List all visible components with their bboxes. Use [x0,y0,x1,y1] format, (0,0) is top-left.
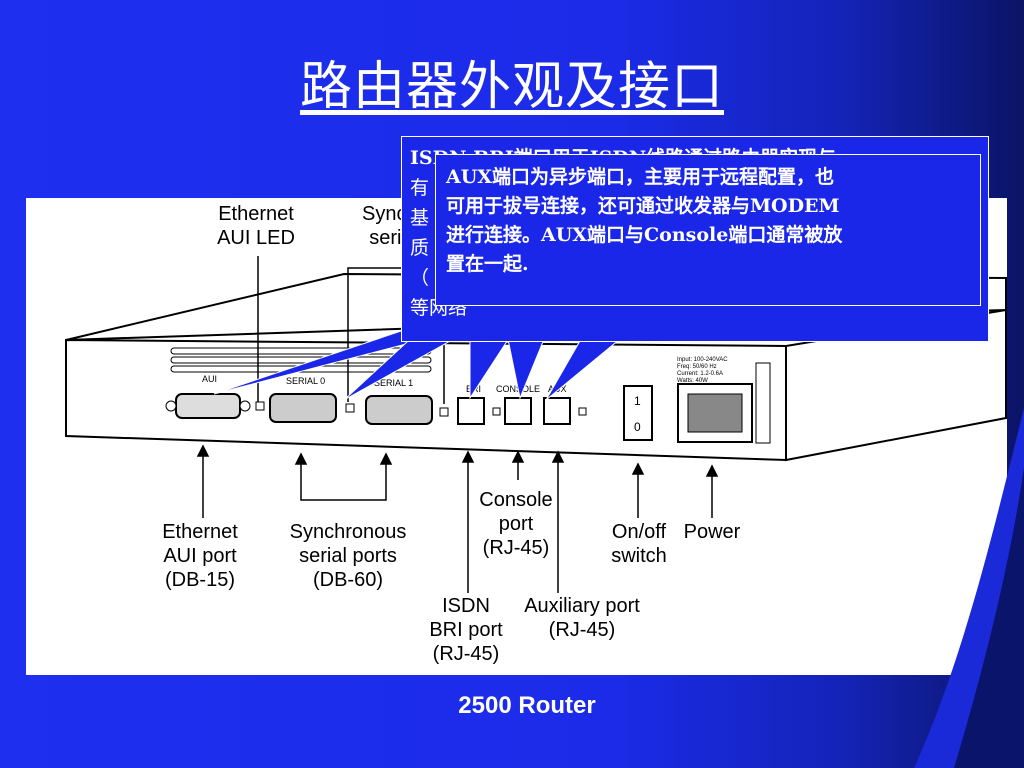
aui-port-label: Ethernet AUI port (DB-15) [162,521,238,591]
slide-title: 路由器外观及接口 [299,57,724,117]
port-arrows [196,444,719,593]
vents [170,347,771,444]
onoff-switch-label: On/off switch [611,521,667,567]
aux-callout-line-2: 可用于拔号连接，还可通过收发器与MODEM [446,195,840,217]
ethernet-led-label: Ethernet AUI LED [217,203,295,249]
panel-rating-4: Watts: 40W [677,378,708,384]
panel-serial0: SERIAL 0 [286,376,326,386]
isdn-callout-line-2: 有 [410,177,430,199]
figure-caption: 2500 Router [458,692,596,719]
isdn-callout-line-5: （ [410,267,430,289]
serial1-led [439,407,449,417]
switch-off-label: 0 [634,420,641,434]
aux-port-label: Auxiliary port (RJ-45) [524,595,640,641]
console-port-label: Console port (RJ-45) [479,489,553,559]
panel-aui: AUI [202,374,218,384]
isdn-port-label: ISDN BRI port (RJ-45) [429,595,503,665]
serial0-connector [269,393,337,423]
aui-connector [165,393,251,419]
console-port [504,397,532,425]
serial1-connector [365,395,433,425]
serial-ports-label: Synchronous serial ports (DB-60) [289,521,407,591]
aux-callout-line-4: 置在一起. [446,253,529,275]
panel-rating-1: Input: 100-240VAC [677,357,728,363]
isdn-callout-line-3: 基 [410,207,430,229]
panel-rating-2: Freq: 50/60 Hz [677,364,717,370]
aui-led [255,401,265,411]
power-switch [623,385,653,441]
aux-callout: AUX端口为异步端口，主要用于远程配置，也 可用于拔号连接，还可通过收发器与MO… [435,154,981,306]
serial0-led [345,403,355,413]
power-label: Power [683,521,741,543]
bri-port [457,397,485,425]
aux-callout-line-3: 进行连接。AUX端口与Console端口通常被放 [446,224,843,246]
switch-on-label: 1 [634,394,641,408]
slide-corner-decoration [914,408,1024,768]
aux-callout-line-1: AUX端口为异步端口，主要用于远程配置，也 [446,166,835,188]
aux-port [543,397,571,425]
isdn-callout-line-4: 质 [410,237,430,259]
panel-rating-3: Current: 1.2-0.6A [677,371,724,377]
panel-serial1: SERIAL 1 [374,378,414,388]
